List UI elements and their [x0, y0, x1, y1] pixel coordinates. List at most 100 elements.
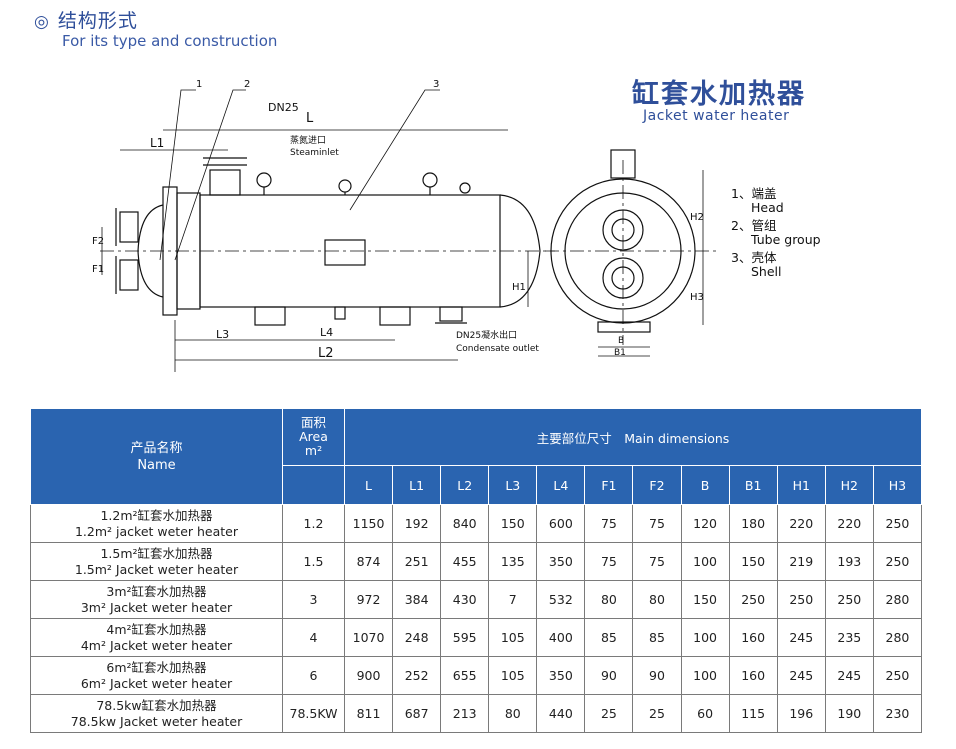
dimension-cell: 85 [632, 618, 682, 657]
product-title: 缸套水加热器 [632, 79, 806, 110]
callout-2: 2 [244, 79, 250, 90]
dimension-cell: 75 [632, 542, 682, 581]
dimension-cell: 250 [824, 580, 874, 619]
dimension-cell: 115 [728, 694, 778, 733]
dn25-top-label: DN25 [268, 101, 299, 114]
fitting-2 [338, 179, 352, 193]
legend-item: 1、端盖 Head [731, 186, 784, 215]
column-header: B [680, 465, 730, 505]
fitting-1 [256, 172, 272, 188]
legend-item: 3、壳体 Shell [731, 250, 782, 279]
dim-F2-label: F2 [92, 236, 104, 247]
dimension-cell: 840 [440, 504, 490, 543]
dimension-cell: 440 [536, 694, 586, 733]
dimension-cell: 80 [584, 580, 634, 619]
dimension-cell: 75 [584, 542, 634, 581]
column-header: L4 [536, 465, 586, 505]
fitting-3 [422, 172, 438, 188]
condensate-outlet-en: Condensate outlet [456, 344, 539, 354]
dim-F1-label: F1 [92, 264, 104, 275]
dimension-cell: 972 [343, 580, 394, 619]
support-right [379, 306, 411, 326]
column-header: L [343, 465, 394, 505]
condensate-outlet-cn: DN25凝水出口 [456, 329, 517, 341]
technical-drawing: 1 2 3 DN25 L 蒸氮进口 Steaminlet L1 F2 F1 H1… [92, 79, 720, 372]
area-cell: 1.2 [282, 504, 345, 543]
column-header: B1 [728, 465, 778, 505]
area-cell: 1.5 [282, 542, 345, 581]
nozzle-upper [119, 211, 139, 243]
dimension-cell: 280 [872, 618, 923, 657]
spec-table: 产品名称 Name 面积 Area m² 主要部位尺寸 Main dimensi… [30, 408, 923, 733]
column-header: H3 [872, 465, 923, 505]
steam-inlet-en: Steaminlet [290, 148, 339, 158]
dimension-cell: 100 [680, 542, 730, 581]
dim-L1-label: L1 [150, 136, 164, 150]
dimension-cell: 245 [776, 656, 826, 695]
support-left [254, 306, 286, 326]
dim-L-label: L [306, 111, 314, 126]
dimension-cell: 811 [343, 694, 394, 733]
dim-H2-label: H2 [690, 212, 704, 223]
dimension-cell: 220 [776, 504, 826, 543]
dimension-cell: 105 [488, 618, 538, 657]
dimension-cell: 245 [824, 656, 874, 695]
steam-nozzle [209, 169, 241, 196]
dimension-cell: 874 [343, 542, 394, 581]
dimension-cell: 455 [440, 542, 490, 581]
dimension-cell: 252 [392, 656, 442, 695]
dim-H1-label: H1 [512, 282, 526, 293]
dimension-cell: 80 [632, 580, 682, 619]
header-name: 产品名称 Name [30, 408, 283, 505]
dimension-cell: 251 [392, 542, 442, 581]
dimension-cell: 150 [488, 504, 538, 543]
dimension-cell: 245 [776, 618, 826, 657]
section-title-wrap: ◎结构形式 [34, 10, 138, 32]
area-cell: 3 [282, 580, 345, 619]
column-header: L2 [440, 465, 490, 505]
dimension-cell: 190 [824, 694, 874, 733]
steam-inlet-cn: 蒸氮进口 [290, 134, 326, 146]
dimension-cell: 150 [680, 580, 730, 619]
dimension-cell: 180 [728, 504, 778, 543]
column-header: F1 [584, 465, 634, 505]
column-header: H1 [776, 465, 826, 505]
dimension-cell: 160 [728, 656, 778, 695]
dim-L3-label: L3 [216, 328, 229, 341]
dimension-cell: 1150 [343, 504, 394, 543]
area-cell: 6 [282, 656, 345, 695]
area-cell: 4 [282, 618, 345, 657]
column-header: H2 [824, 465, 874, 505]
side-view [100, 89, 555, 372]
dimension-cell: 250 [776, 580, 826, 619]
nameplate [324, 239, 366, 266]
dimension-cell: 213 [440, 694, 490, 733]
dimension-cell: 7 [488, 580, 538, 619]
section-subtitle: For its type and construction [62, 32, 278, 50]
dimension-cell: 193 [824, 542, 874, 581]
dim-L2-label: L2 [318, 346, 334, 361]
dimension-cell: 196 [776, 694, 826, 733]
header-area-blank [282, 465, 345, 505]
dimension-cell: 100 [680, 656, 730, 695]
dimension-cell: 25 [584, 694, 634, 733]
nozzle-lower [119, 259, 139, 291]
dimension-cell: 600 [536, 504, 586, 543]
dimension-cell: 219 [776, 542, 826, 581]
dimension-cell: 350 [536, 542, 586, 581]
header-main-dimensions: 主要部位尺寸 Main dimensions [344, 408, 922, 466]
dimension-cell: 75 [632, 504, 682, 543]
dimension-cell: 90 [632, 656, 682, 695]
dimension-cell: 250 [728, 580, 778, 619]
area-cell: 78.5KW [282, 694, 345, 733]
